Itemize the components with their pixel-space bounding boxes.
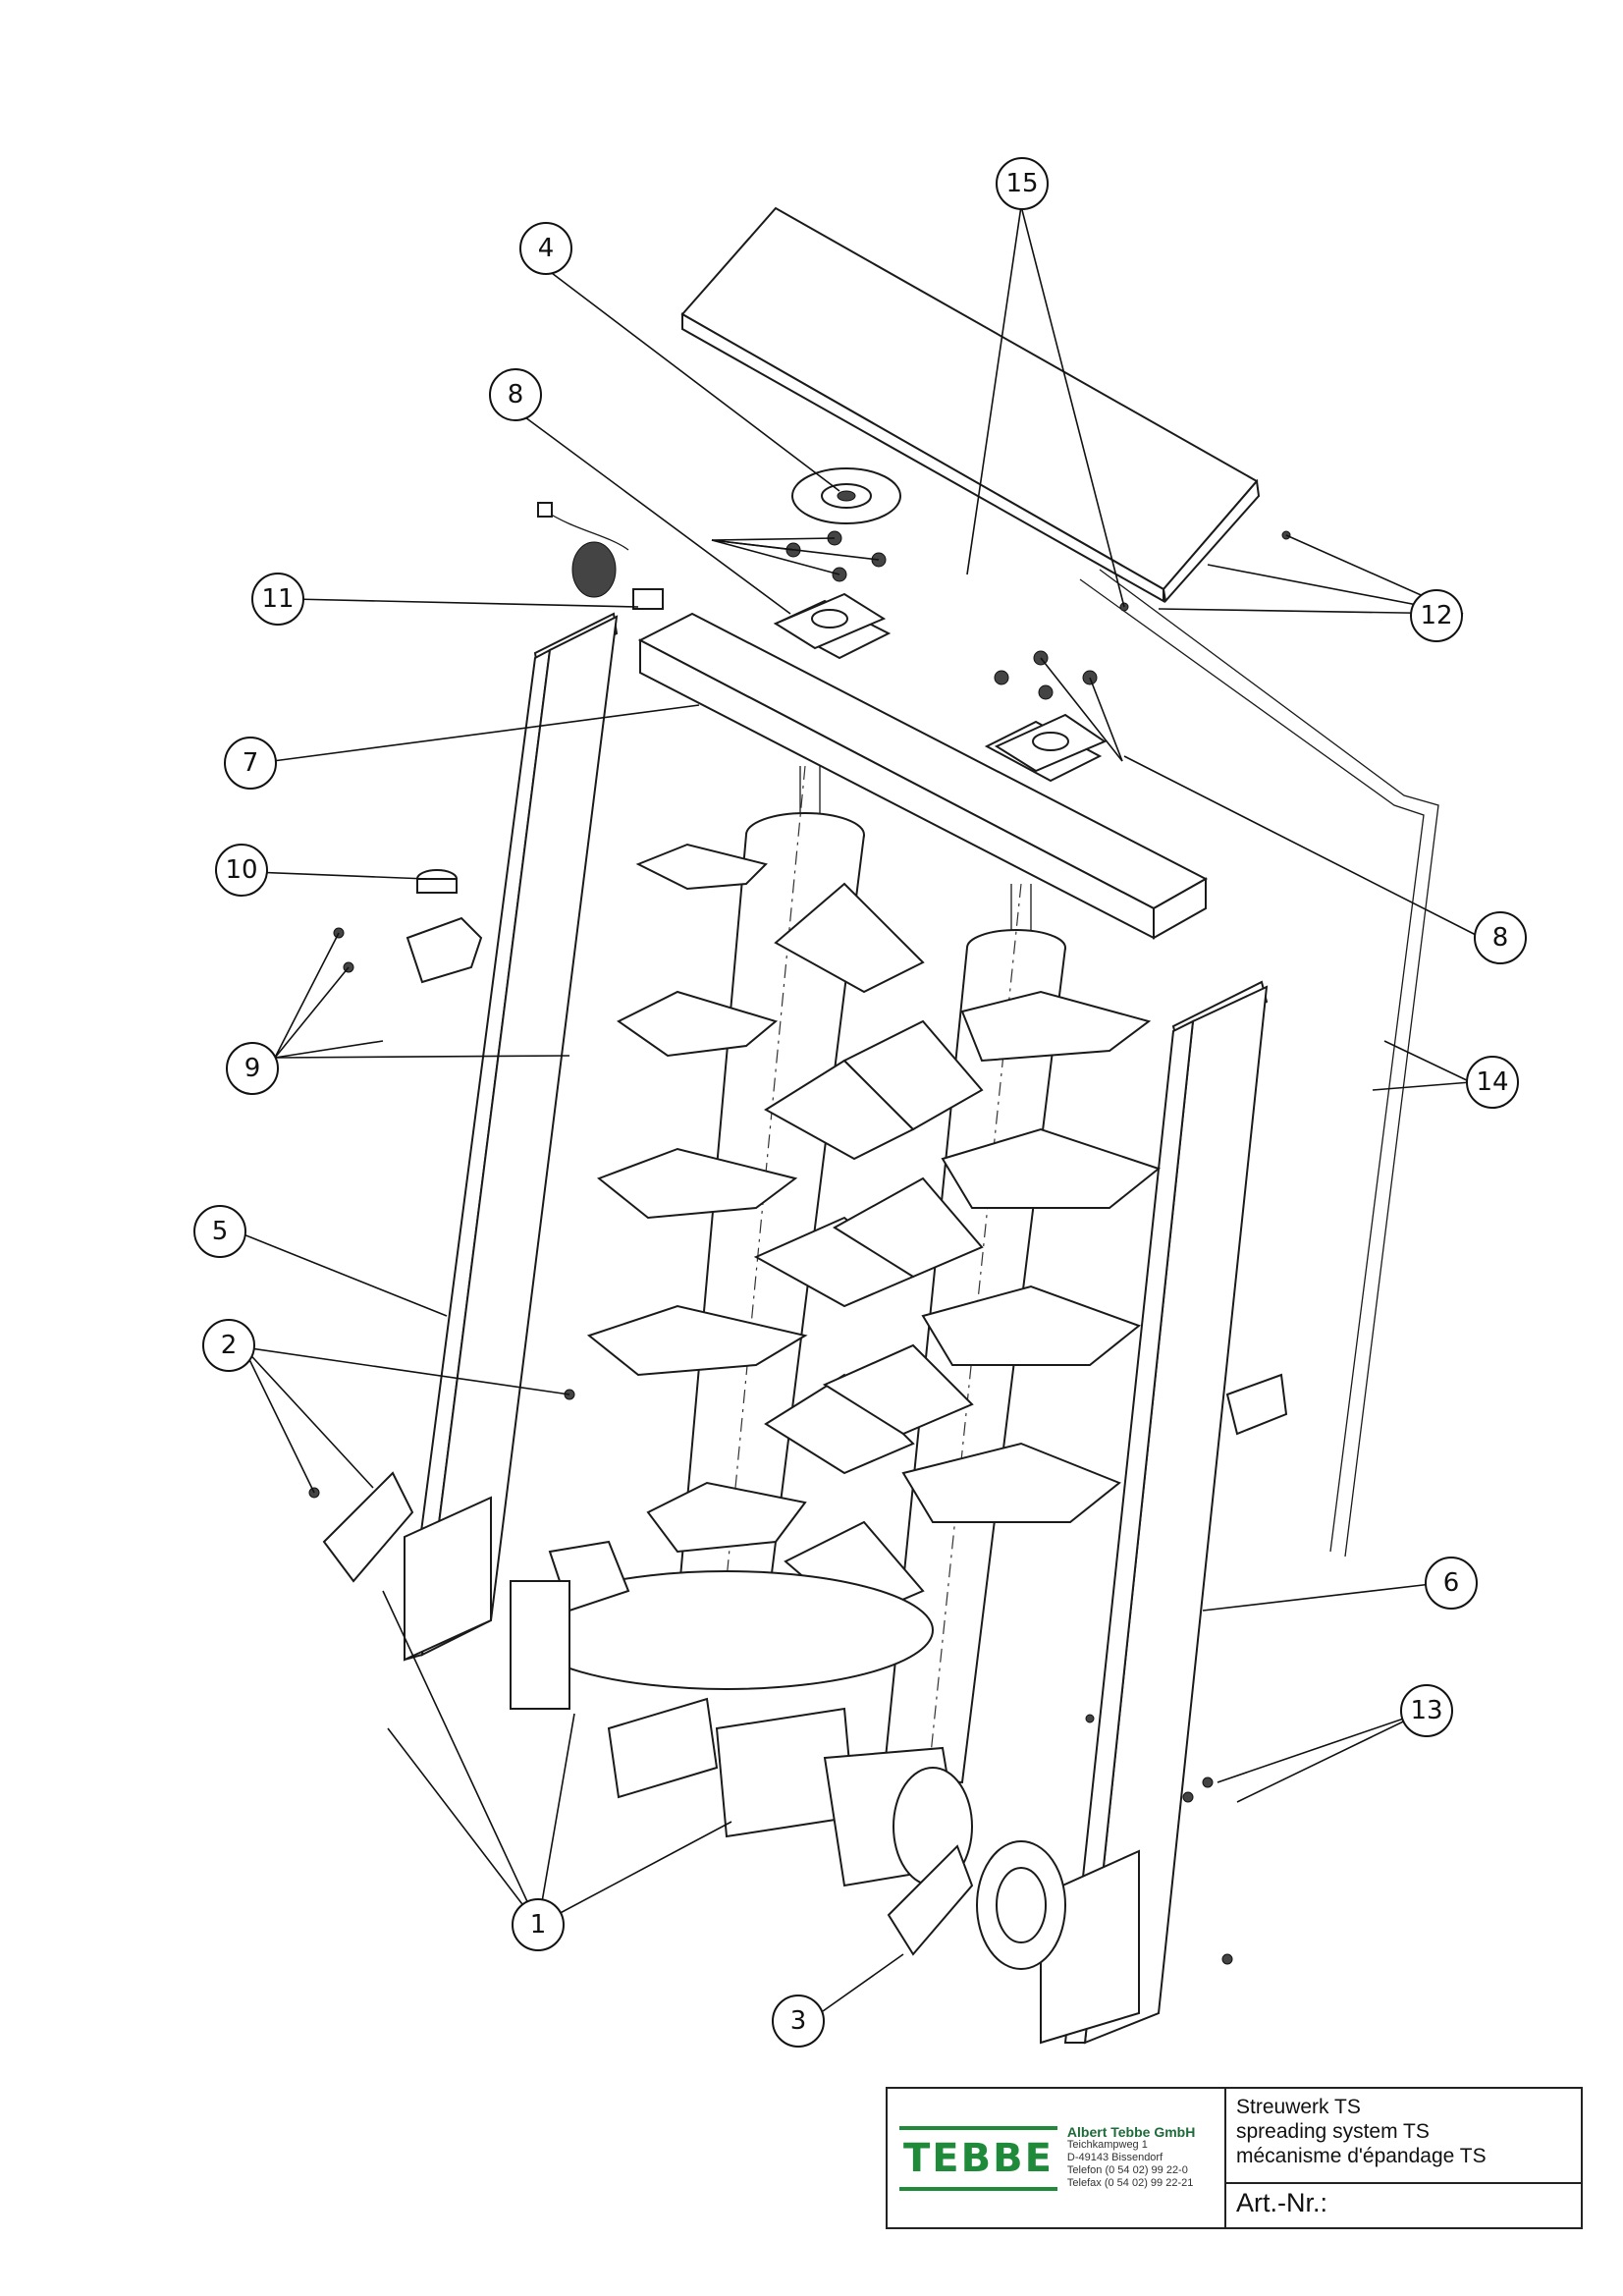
title-french: mécanisme d'épandage TS bbox=[1236, 2145, 1487, 2167]
spring-cable bbox=[537, 502, 664, 610]
title-english: spreading system TS bbox=[1236, 2120, 1430, 2143]
address-line: D-49143 Bissendorf bbox=[1066, 2152, 1163, 2163]
linkage-rod bbox=[1079, 569, 1439, 1558]
company-block: TEBBE Albert Tebbe GmbH Teichkampweg 1 D… bbox=[888, 2089, 1226, 2227]
title-cells: Streuwerk TS spreading system TS mécanis… bbox=[1226, 2089, 1581, 2227]
svg-text:12: 12 bbox=[1420, 601, 1452, 630]
left-rotor bbox=[586, 765, 925, 1631]
svg-text:7: 7 bbox=[243, 748, 259, 778]
deflector-plates bbox=[322, 1471, 974, 1956]
article-number-label: Art.-Nr.: bbox=[1236, 2188, 1327, 2217]
company-name: Albert Tebbe GmbH bbox=[1066, 2124, 1196, 2140]
address-line: Teichkampweg 1 bbox=[1066, 2139, 1148, 2151]
phone-line: Telefon (0 54 02) 99 22-0 bbox=[1066, 2164, 1188, 2176]
tebbe-logo: TEBBE bbox=[899, 2125, 1057, 2191]
svg-text:13: 13 bbox=[1410, 1696, 1442, 1725]
drawing-titles: Streuwerk TS spreading system TS mécanis… bbox=[1226, 2089, 1581, 2184]
callout-13: 13 bbox=[1400, 1684, 1453, 1737]
gearbox-assembly bbox=[510, 1540, 1066, 1970]
sprocket bbox=[791, 467, 901, 524]
svg-text:4: 4 bbox=[538, 234, 555, 263]
svg-text:5: 5 bbox=[212, 1217, 229, 1246]
svg-text:8: 8 bbox=[1492, 923, 1509, 953]
company-address: Albert Tebbe GmbH Teichkampweg 1 D-49143… bbox=[1066, 2124, 1196, 2190]
svg-text:14: 14 bbox=[1476, 1067, 1508, 1097]
svg-text:11: 11 bbox=[261, 584, 294, 614]
callout-6: 6 bbox=[1425, 1557, 1478, 1610]
cover-plate bbox=[680, 206, 1261, 604]
callout-7: 7 bbox=[224, 737, 277, 790]
svg-text:6: 6 bbox=[1443, 1568, 1460, 1598]
bearing-flanges bbox=[773, 592, 1108, 773]
svg-text:2: 2 bbox=[221, 1331, 238, 1360]
callout-10: 10 bbox=[215, 844, 268, 897]
callout-11: 11 bbox=[251, 573, 304, 626]
callout-4: 4 bbox=[519, 222, 572, 275]
left-side-panel bbox=[403, 612, 619, 1662]
callout-2: 2 bbox=[202, 1319, 255, 1372]
svg-text:10: 10 bbox=[225, 855, 257, 885]
svg-text:9: 9 bbox=[244, 1054, 261, 1083]
callout-3: 3 bbox=[772, 1995, 825, 2048]
svg-text:8: 8 bbox=[508, 380, 524, 410]
title-german: Streuwerk TS bbox=[1236, 2096, 1361, 2118]
callout-8-top: 8 bbox=[489, 368, 542, 421]
bracket-and-cap bbox=[406, 869, 1288, 1436]
callout-8-right: 8 bbox=[1474, 911, 1527, 964]
svg-text:15: 15 bbox=[1005, 169, 1038, 198]
callout-5: 5 bbox=[193, 1205, 246, 1258]
fax-line: Telefax (0 54 02) 99 22-21 bbox=[1066, 2177, 1194, 2189]
title-block: TEBBE Albert Tebbe GmbH Teichkampweg 1 D… bbox=[886, 2087, 1583, 2229]
callout-9: 9 bbox=[226, 1042, 279, 1095]
callout-1: 1 bbox=[512, 1898, 565, 1951]
svg-text:1: 1 bbox=[530, 1910, 547, 1940]
callout-12: 12 bbox=[1410, 589, 1463, 642]
right-rotor bbox=[784, 883, 1162, 1784]
svg-text:3: 3 bbox=[790, 2006, 807, 2036]
top-frame bbox=[637, 599, 1209, 940]
callout-15: 15 bbox=[996, 157, 1049, 210]
leader-lines bbox=[238, 205, 1479, 2012]
callout-14: 14 bbox=[1466, 1056, 1519, 1109]
